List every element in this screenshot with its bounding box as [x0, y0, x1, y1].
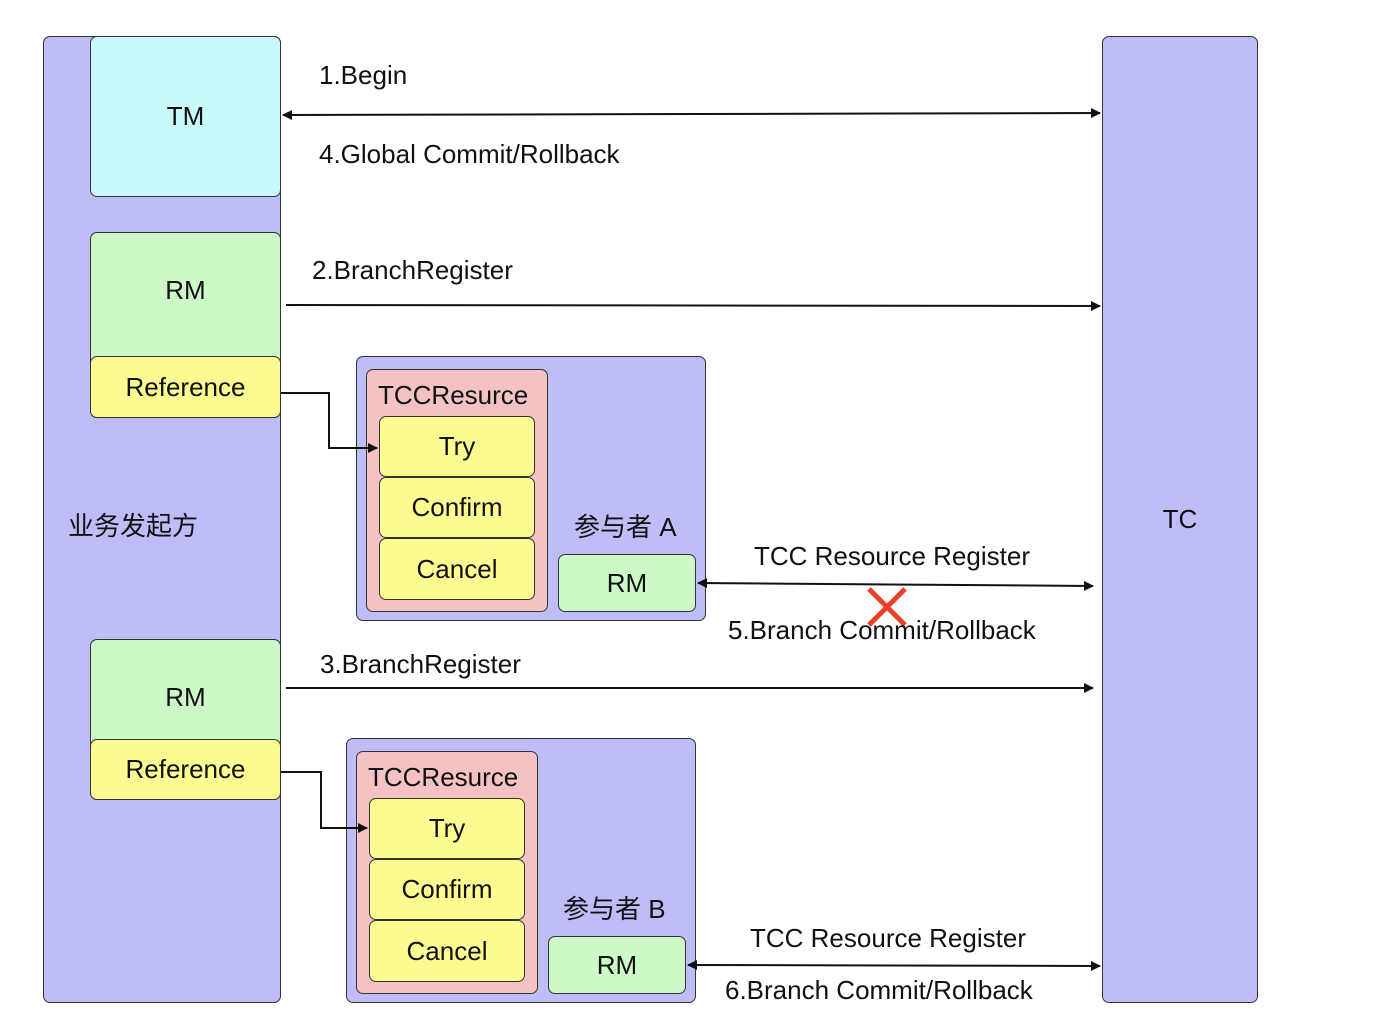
confirm-label-a: Confirm — [411, 492, 503, 522]
cancel-label-a: Cancel — [416, 553, 498, 584]
tm-label: TM — [166, 101, 205, 131]
reference-to-try-b-arrow — [281, 771, 368, 833]
rm-box-b: RM — [548, 936, 686, 994]
reference-box-2: Reference — [90, 739, 281, 800]
tcc-register-a-arrow — [697, 578, 1094, 591]
rm-label-a: RM — [606, 567, 648, 598]
confirm-box-a: Confirm — [379, 477, 535, 538]
tcc-register-b-arrow — [687, 960, 1101, 971]
msg-branch-commit-b: 6.Branch Commit/Rollback — [725, 975, 1033, 1005]
msg-begin: 1.Begin — [319, 60, 408, 90]
msg-tcc-register-a: TCC Resource Register — [754, 541, 1030, 571]
try-label-b: Try — [428, 813, 466, 843]
cancel-label-b: Cancel — [406, 935, 488, 966]
tcc-resource-a-label: TCCResurce — [378, 380, 529, 410]
begin-commit-arrow — [282, 108, 1101, 120]
rm-label-1: RM — [165, 275, 206, 305]
msg-branch-register-2: 3.BranchRegister — [320, 649, 521, 679]
try-label-a: Try — [438, 431, 476, 461]
tc-box: TC — [1102, 36, 1258, 1003]
confirm-box-b: Confirm — [369, 859, 525, 920]
msg-branch-commit-a: 5.Branch Commit/Rollback — [728, 615, 1036, 645]
msg-global-commit: 4.Global Commit/Rollback — [319, 139, 620, 169]
confirm-label-b: Confirm — [401, 874, 493, 904]
tm-box: TM — [90, 36, 281, 197]
reference-to-try-a-arrow — [281, 392, 378, 453]
rm-box-a: RM — [558, 554, 696, 612]
try-box-a: Try — [379, 416, 535, 477]
initiator-container — [43, 36, 281, 1003]
msg-tcc-register-b: TCC Resource Register — [750, 923, 1026, 953]
msg-branch-register-1: 2.BranchRegister — [312, 255, 513, 285]
branch-register-1-arrow — [285, 300, 1101, 311]
rm-label-b: RM — [596, 949, 638, 980]
try-box-b: Try — [369, 798, 525, 859]
cancel-box-b: Cancel — [369, 920, 525, 982]
reference-label-2: Reference — [125, 754, 246, 784]
tcc-resource-b-label: TCCResurce — [368, 762, 519, 792]
rm-label-2: RM — [165, 682, 206, 712]
participant-b-label: 参与者 B — [563, 894, 666, 924]
cross-mark-icon — [867, 587, 907, 627]
participant-a-label: 参与者 A — [574, 512, 677, 542]
reference-label-1: Reference — [125, 371, 246, 402]
initiator-label: 业务发起方 — [68, 511, 199, 541]
tc-label: TC — [1162, 504, 1198, 534]
cancel-box-a: Cancel — [379, 538, 535, 600]
reference-box-1: Reference — [90, 356, 281, 418]
